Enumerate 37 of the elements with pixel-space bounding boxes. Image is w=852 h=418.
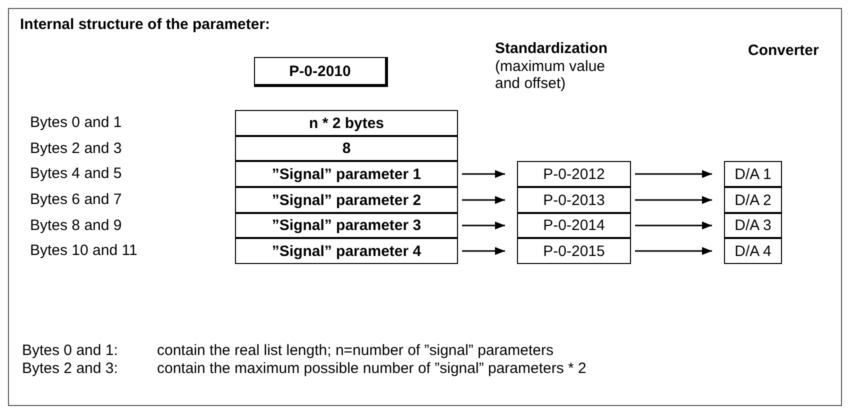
row-label: Bytes 10 and 11 xyxy=(30,242,138,259)
row-label: Bytes 6 and 7 xyxy=(30,191,122,208)
table-cell: ”Signal” parameter 1 xyxy=(235,161,458,187)
arrow xyxy=(635,247,712,255)
note-term: Bytes 2 and 3: xyxy=(22,360,118,377)
parameter-box: P-0-2015 xyxy=(517,238,631,264)
converter-box: D/A 4 xyxy=(724,238,782,264)
row-label: Bytes 0 and 1 xyxy=(30,114,122,131)
converter-box: D/A 3 xyxy=(724,213,782,238)
arrow xyxy=(635,170,712,178)
converter-box: D/A 1 xyxy=(724,161,782,187)
note-text: contain the maximum possible number of ”signal” parameters * 2 xyxy=(157,360,586,377)
row-label: Bytes 8 and 9 xyxy=(30,217,122,234)
arrow xyxy=(462,222,505,230)
arrow xyxy=(635,222,712,230)
row-label: Bytes 2 and 3 xyxy=(30,140,122,157)
note-term: Bytes 0 and 1: xyxy=(22,342,118,359)
diagram-title: Internal structure of the parameter: xyxy=(20,16,270,33)
parameter-box: P-0-2012 xyxy=(517,161,631,187)
parameter-box: P-0-2010 xyxy=(254,57,388,87)
column-note: (maximum value and offset) xyxy=(495,58,606,92)
table-cell: ”Signal” parameter 2 xyxy=(235,187,458,213)
row-label: Bytes 4 and 5 xyxy=(30,165,122,182)
arrow xyxy=(462,170,505,178)
table-cell: n * 2 bytes xyxy=(235,110,458,136)
table-cell: ”Signal” parameter 4 xyxy=(235,238,458,264)
arrow xyxy=(462,196,505,204)
table-cell: ”Signal” parameter 3 xyxy=(235,213,458,238)
arrow xyxy=(462,247,505,255)
table-cell: 8 xyxy=(235,136,458,161)
arrow xyxy=(635,196,712,204)
parameter-box: P-0-2013 xyxy=(517,187,631,213)
parameter-box: P-0-2014 xyxy=(517,213,631,238)
converter-box: D/A 2 xyxy=(724,187,782,213)
note-text: contain the real list length; n=number of ”signal” parameters xyxy=(157,342,554,359)
column-heading: Converter xyxy=(748,42,819,59)
column-heading: Standardization xyxy=(495,40,608,57)
